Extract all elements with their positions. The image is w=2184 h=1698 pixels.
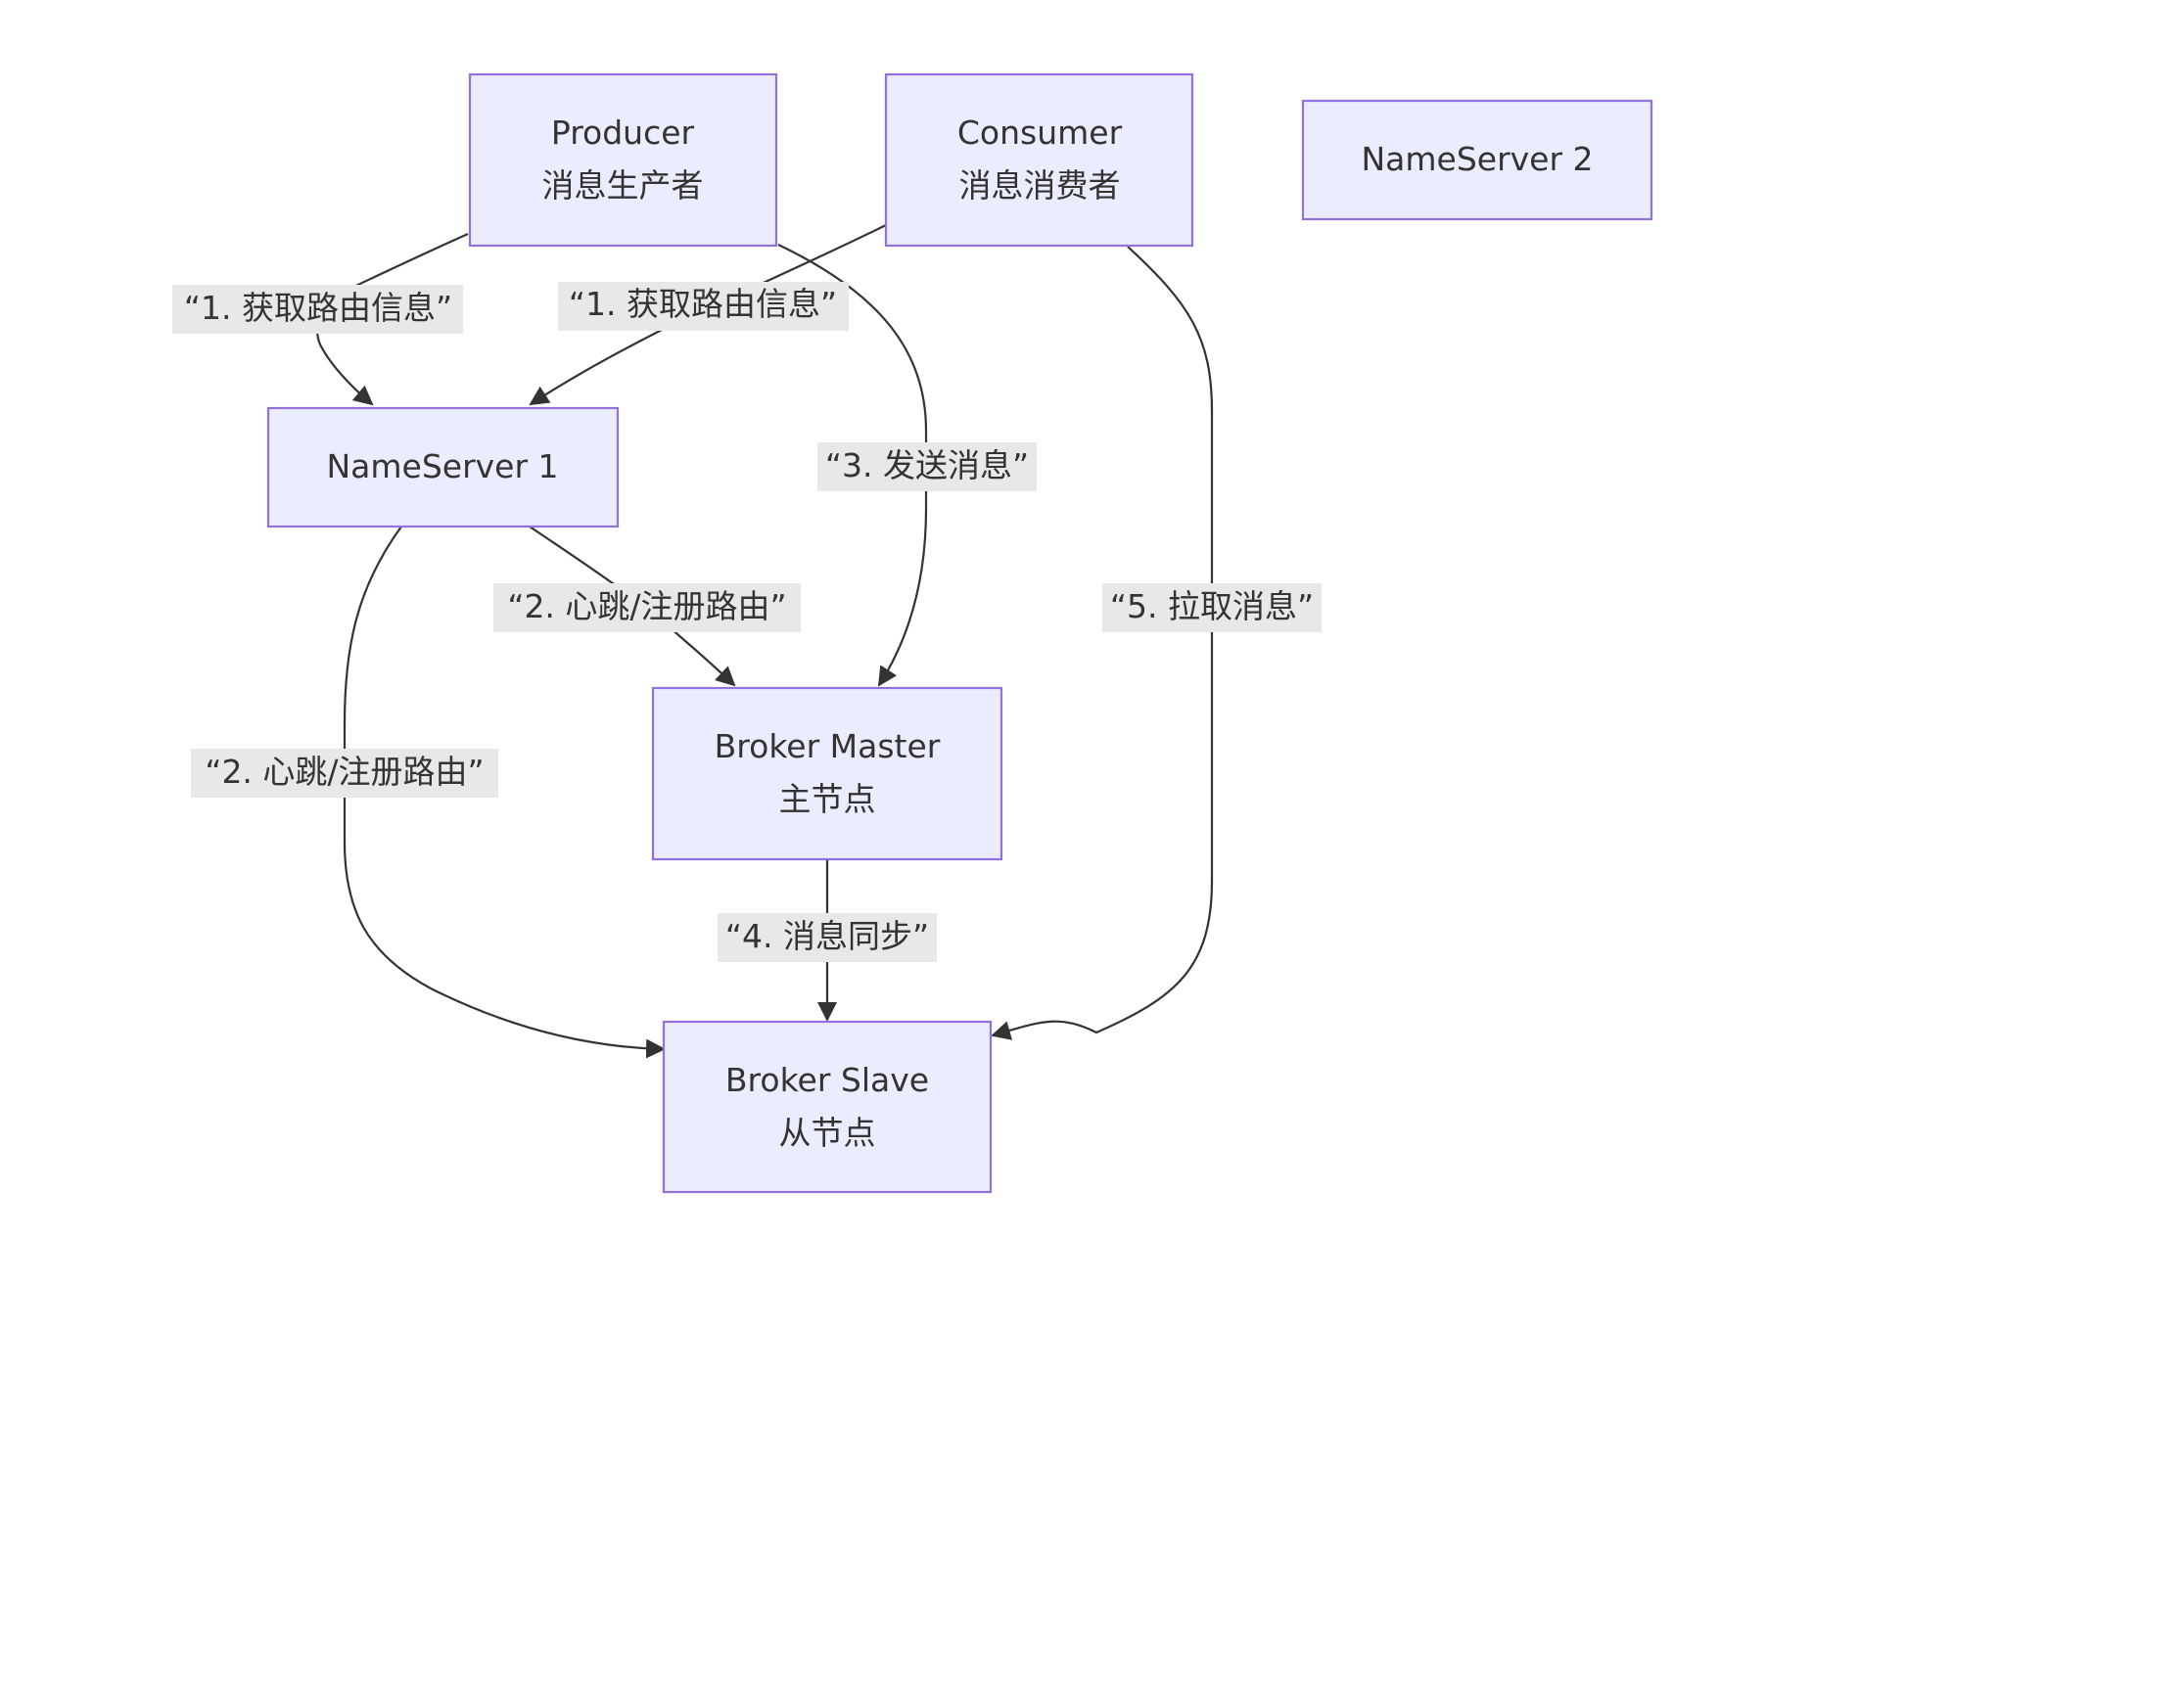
svg-text:“2. 心跳/注册路由”: “2. 心跳/注册路由” [205,753,484,791]
node-producer-subtitle: 消息生产者 [542,166,704,205]
node-nameserver2-title: NameServer 2 [1361,140,1593,178]
node-broker-slave-subtitle: 从节点 [779,1114,876,1152]
svg-text:“1. 获取路由信息”: “1. 获取路由信息” [569,285,837,323]
edge-label-broker-master-to-broker-slave: “4. 消息同步” [718,913,937,962]
edge-label-consumer-to-nameserver1: “1. 获取路由信息” [558,282,849,331]
node-nameserver1-title: NameServer 1 [326,447,558,485]
svg-text:“3. 发送消息”: “3. 发送消息” [825,446,1029,484]
edge-label-nameserver1-to-broker-slave: “2. 心跳/注册路由” [191,749,498,798]
node-broker-master: Broker Master 主节点 [651,686,1003,861]
svg-text:“4. 消息同步”: “4. 消息同步” [725,917,929,955]
edge-nameserver1-to-broker-slave [343,526,666,1059]
edge-producer-to-broker-master [777,244,928,687]
edge-label-producer-to-nameserver1: “1. 获取路由信息” [172,285,463,334]
node-nameserver1: NameServer 1 [266,406,620,528]
node-consumer-title: Consumer [957,114,1123,152]
node-broker-slave-title: Broker Slave [725,1061,929,1099]
edge-consumer-to-broker-slave [991,246,1214,1040]
node-consumer: Consumer 消息消费者 [884,72,1194,248]
node-broker-master-subtitle: 主节点 [779,780,876,818]
svg-text:“5. 拉取消息”: “5. 拉取消息” [1110,587,1314,625]
node-broker-master-title: Broker Master [715,727,941,765]
node-producer: Producer 消息生产者 [468,72,778,248]
edge-label-consumer-to-broker-slave: “5. 拉取消息” [1102,583,1322,632]
node-broker-slave: Broker Slave 从节点 [662,1020,993,1194]
svg-text:“1. 获取路由信息”: “1. 获取路由信息” [184,289,452,327]
svg-text:“2. 心跳/注册路由”: “2. 心跳/注册路由” [507,587,786,625]
node-nameserver2: NameServer 2 [1301,99,1653,221]
node-consumer-subtitle: 消息消费者 [959,166,1121,205]
edge-label-producer-to-broker-master: “3. 发送消息” [817,442,1037,491]
node-producer-title: Producer [551,114,695,152]
edge-label-nameserver1-to-broker-master: “2. 心跳/注册路由” [493,583,801,632]
